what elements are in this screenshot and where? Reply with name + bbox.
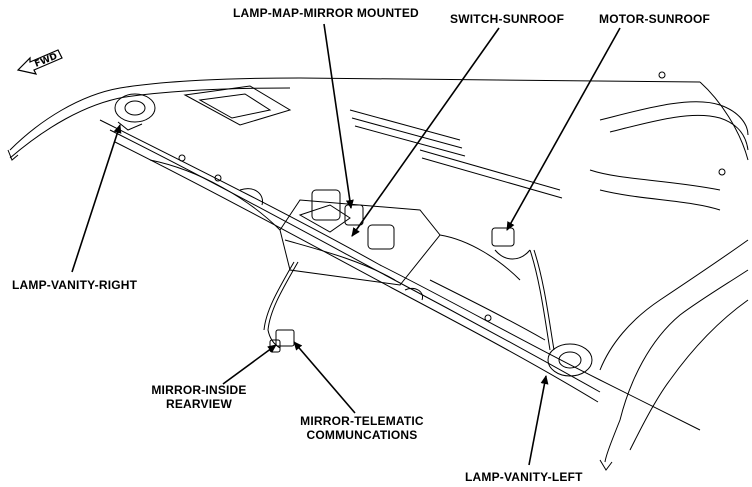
leader-motor-sunroof (506, 27, 621, 231)
forward-arrow-icon: FWD (16, 49, 63, 75)
leader-switch-sunroof (351, 27, 500, 237)
label-mirror-telematic-line2: COMMUNCATIONS (306, 428, 418, 442)
leader-mirror-inside (222, 344, 277, 385)
leader-lamp-vanity-left (528, 375, 549, 466)
label-mirror-telematic: MIRROR-TELEMATIC COMMUNCATIONS (292, 414, 432, 442)
label-mirror-telematic-line1: MIRROR-TELEMATIC (300, 414, 424, 428)
label-mirror-inside-line1: MIRROR-INSIDE (151, 383, 247, 397)
fwd-label: FWD (33, 52, 59, 70)
label-motor-sunroof: MOTOR-SUNROOF (599, 12, 711, 26)
label-lamp-vanity-left: LAMP-VANITY-LEFT (465, 470, 583, 484)
label-switch-sunroof: SWITCH-SUNROOF (450, 12, 565, 26)
label-lamp-map-mirror: LAMP-MAP-MIRROR MOUNTED (233, 6, 419, 20)
leader-lamp-vanity-right (71, 124, 122, 273)
headliner-outline (7, 71, 749, 471)
label-mirror-inside-line2: REARVIEW (165, 397, 233, 411)
label-mirror-inside-rearview: MIRROR-INSIDE REARVIEW (129, 383, 269, 411)
leader-mirror-telematic (293, 341, 356, 414)
label-lamp-vanity-right: LAMP-VANITY-RIGHT (12, 278, 138, 292)
leader-lamp-map-mirror (323, 23, 354, 209)
leader-lines (71, 23, 621, 466)
